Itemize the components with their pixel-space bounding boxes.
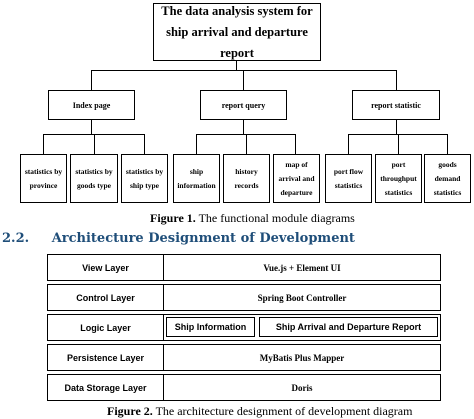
connector	[94, 134, 95, 154]
layer-body: Doris	[291, 382, 313, 393]
figure1-caption-text: The functional module diagrams	[195, 211, 355, 225]
layer-body: MyBatis Plus Mapper	[259, 352, 345, 363]
connector	[144, 134, 145, 154]
layer-row-persistence: Persistence Layer MyBatis Plus Mapper	[47, 344, 441, 371]
layer-name: Data Storage Layer	[48, 375, 164, 400]
figure1-caption: Figure 1. The functional module diagrams	[150, 211, 355, 226]
leaf-node: port throughput statistics	[375, 154, 422, 203]
connector	[236, 61, 237, 70]
connector	[396, 70, 397, 90]
figure1-caption-number: Figure 1.	[150, 211, 196, 225]
section-heading: 2.2. Architecture Designment of Developm…	[2, 231, 355, 246]
figure2-caption-number: Figure 2.	[107, 404, 153, 418]
leaf-node: statistics by goods type	[70, 154, 118, 203]
logic-sub-ship-information: Ship Information	[166, 317, 255, 337]
section-number: 2.2.	[2, 231, 30, 246]
leaf-label: goods demand statistics	[433, 159, 462, 197]
leaf-node: goods demand statistics	[424, 154, 471, 203]
connector	[91, 70, 92, 90]
layer-row-view: View Layer Vue.js + Element UI	[47, 254, 441, 281]
layer-body: Vue.js + Element UI	[263, 262, 341, 273]
leaf-label: ship information	[177, 166, 216, 190]
section-title: Architecture Designment of Development	[51, 231, 355, 246]
module-report-statistic: report statistic	[352, 90, 440, 120]
module-label: Index page	[72, 100, 111, 110]
layer-row-control: Control Layer Spring Boot Controller	[47, 284, 441, 311]
connector	[447, 134, 448, 154]
connector	[196, 134, 197, 154]
connector	[398, 134, 399, 154]
module-label: report statistic	[371, 100, 421, 110]
root-node-label: The data analysis system for ship arriva…	[161, 3, 313, 60]
layer-name: View Layer	[48, 255, 164, 280]
connector	[396, 120, 397, 134]
leaf-label: port flow statistics	[333, 166, 364, 190]
connector	[43, 134, 44, 154]
leaf-label: statistics by goods type	[75, 166, 113, 190]
leaf-label: statistics by province	[24, 166, 63, 190]
leaf-label: history records	[234, 166, 259, 190]
layer-body: Spring Boot Controller	[257, 292, 347, 303]
logic-sub-arrival-departure-report: Ship Arrival and Departure Report	[259, 317, 438, 337]
leaf-node: statistics by ship type	[121, 154, 168, 203]
connector	[295, 134, 296, 154]
layer-row-data-storage: Data Storage Layer Doris	[47, 374, 441, 401]
module-report-query: report query	[200, 90, 287, 120]
connector	[91, 120, 92, 134]
layer-name: Persistence Layer	[48, 345, 164, 370]
layer-name: Control Layer	[48, 285, 164, 310]
leaf-label: map of arrival and departure	[278, 159, 315, 197]
leaf-node: ship information	[173, 154, 220, 203]
root-node: The data analysis system for ship arriva…	[153, 3, 321, 61]
figure2-caption-text: The architecture designment of developme…	[152, 404, 413, 418]
module-label: report query	[221, 100, 266, 110]
connector	[91, 70, 397, 71]
leaf-node: port flow statistics	[325, 154, 372, 203]
layer-row-logic: Logic Layer Ship Information Ship Arriva…	[47, 314, 441, 341]
layer-name: Logic Layer	[48, 315, 164, 340]
connector	[243, 70, 244, 90]
connector	[243, 120, 244, 134]
figure2-caption: Figure 2. The architecture designment of…	[107, 404, 412, 419]
connector	[348, 134, 349, 154]
leaf-label: port throughput statistics	[380, 159, 417, 197]
connector	[246, 134, 247, 154]
leaf-node: history records	[223, 154, 270, 203]
leaf-label: statistics by ship type	[125, 166, 164, 190]
leaf-node: map of arrival and departure	[273, 154, 320, 203]
leaf-node: statistics by province	[20, 154, 67, 203]
module-index-page: Index page	[48, 90, 135, 120]
